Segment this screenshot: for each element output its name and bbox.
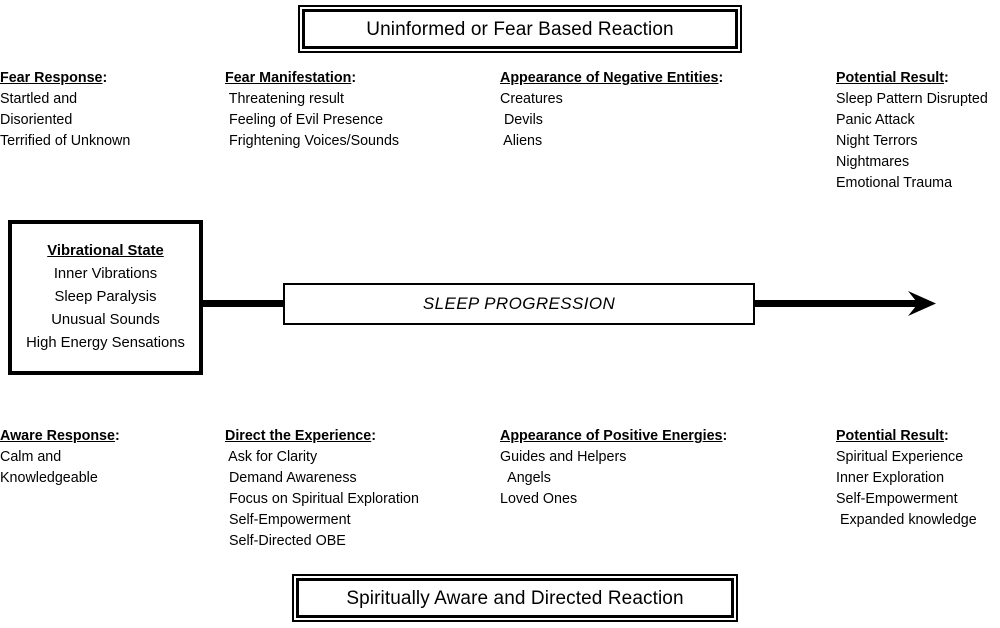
column-heading-colon: : — [718, 70, 724, 86]
bottom-banner-label: Spiritually Aware and Directed Reaction — [346, 587, 684, 609]
list-item: Demand Awareness — [225, 470, 357, 486]
sleep-progression-label: SLEEP PROGRESSION — [422, 294, 616, 313]
column-potential-result-positive: Potential Result: Spiritual Experience I… — [836, 426, 977, 531]
column-potential-result-negative: Potential Result: Sleep Pattern Disrupte… — [836, 68, 988, 194]
list-item: Creatures — [500, 91, 563, 107]
list-item: Focus on Spiritual Exploration — [225, 491, 419, 507]
column-heading-colon: : — [114, 428, 120, 444]
column-heading-text: Potential Result — [836, 428, 945, 444]
list-item: Ask for Clarity — [225, 449, 318, 465]
list-item: Self-Empowerment — [836, 491, 958, 507]
list-item: Loved Ones — [500, 491, 578, 507]
list-item: Threatening result — [225, 91, 344, 107]
column-heading-colon: : — [944, 70, 949, 86]
list-item: Sleep Pattern Disrupted — [836, 91, 988, 107]
list-item: Knowledgeable — [0, 470, 98, 486]
list-item: Angels — [500, 470, 551, 486]
bottom-banner-inner-border: Spiritually Aware and Directed Reaction — [296, 578, 734, 618]
bottom-banner-box: Spiritually Aware and Directed Reaction — [292, 574, 738, 622]
column-heading: Fear Manifestation: — [225, 68, 399, 89]
column-heading-text: Aware Response — [0, 428, 115, 444]
list-item: Feeling of Evil Presence — [225, 112, 384, 128]
top-banner-box: Uninformed or Fear Based Reaction — [298, 5, 742, 53]
column-heading-text: Potential Result — [836, 70, 945, 86]
top-banner-label: Uninformed or Fear Based Reaction — [366, 18, 674, 40]
list-item: Spiritual Experience — [836, 449, 964, 465]
column-heading-text: Appearance of Negative Entities — [500, 70, 719, 86]
list-item: Terrified of Unknown — [0, 133, 131, 149]
list-item: Sleep Paralysis — [54, 289, 157, 305]
list-item: Expanded knowledge — [836, 512, 977, 528]
column-heading-colon: : — [351, 70, 357, 86]
column-heading-colon: : — [722, 428, 728, 444]
vibrational-state-box: Vibrational State Inner Vibrations Sleep… — [8, 220, 203, 375]
column-heading-colon: : — [371, 428, 376, 444]
column-heading-text: Fear Manifestation — [225, 70, 352, 86]
column-heading-text: Fear Response — [0, 70, 103, 86]
list-item: Nightmares — [836, 154, 910, 170]
column-heading-text: Appearance of Positive Energies — [500, 428, 723, 444]
list-item: Aliens — [500, 133, 543, 149]
column-heading: Appearance of Negative Entities: — [500, 68, 723, 89]
arrow-shaft — [753, 300, 918, 307]
list-item: Inner Exploration — [836, 470, 945, 486]
list-item: Inner Vibrations — [53, 266, 158, 282]
connector-line — [199, 300, 287, 307]
column-heading-text: Direct the Experience — [225, 428, 372, 444]
list-item: Calm and — [0, 449, 62, 465]
list-item: Emotional Trauma — [836, 175, 953, 191]
list-item: Self-Empowerment — [225, 512, 351, 528]
column-direct-the-experience: Direct the Experience: Ask for Clarity D… — [225, 426, 419, 552]
list-item: Devils — [500, 112, 543, 128]
list-item: Guides and Helpers — [500, 449, 627, 465]
column-heading-colon: : — [102, 70, 108, 86]
list-item: Unusual Sounds — [51, 312, 160, 328]
column-positive-energies: Appearance of Positive Energies: Guides … — [500, 426, 727, 510]
list-item: Startled and — [0, 91, 78, 107]
list-item: Disoriented — [0, 112, 73, 128]
list-item: Frightening Voices/Sounds — [225, 133, 400, 149]
top-banner-inner-border: Uninformed or Fear Based Reaction — [302, 9, 738, 49]
column-fear-manifestation: Fear Manifestation: Threatening result F… — [225, 68, 399, 152]
arrow-head-icon — [908, 289, 936, 318]
list-item: Night Terrors — [836, 133, 918, 149]
column-aware-response: Aware Response: Calm and Knowledgeable — [0, 426, 120, 489]
column-heading-colon: : — [944, 428, 949, 444]
list-item: Self-Directed OBE — [225, 533, 346, 549]
column-fear-response: Fear Response: Startled and Disoriented … — [0, 68, 130, 152]
column-heading: Aware Response: — [0, 426, 120, 447]
vibrational-state-title: Vibrational State — [47, 243, 164, 259]
list-item: High Energy Sensations — [26, 335, 185, 351]
sleep-progression-box: SLEEP PROGRESSION — [283, 283, 755, 325]
column-negative-entities: Appearance of Negative Entities: Creatur… — [500, 68, 723, 152]
list-item: Panic Attack — [836, 112, 915, 128]
column-heading: Appearance of Positive Energies: — [500, 426, 727, 447]
column-heading: Potential Result: — [836, 426, 977, 447]
column-heading: Potential Result: — [836, 68, 988, 89]
column-heading: Fear Response: — [0, 68, 130, 89]
column-heading: Direct the Experience: — [225, 426, 419, 447]
